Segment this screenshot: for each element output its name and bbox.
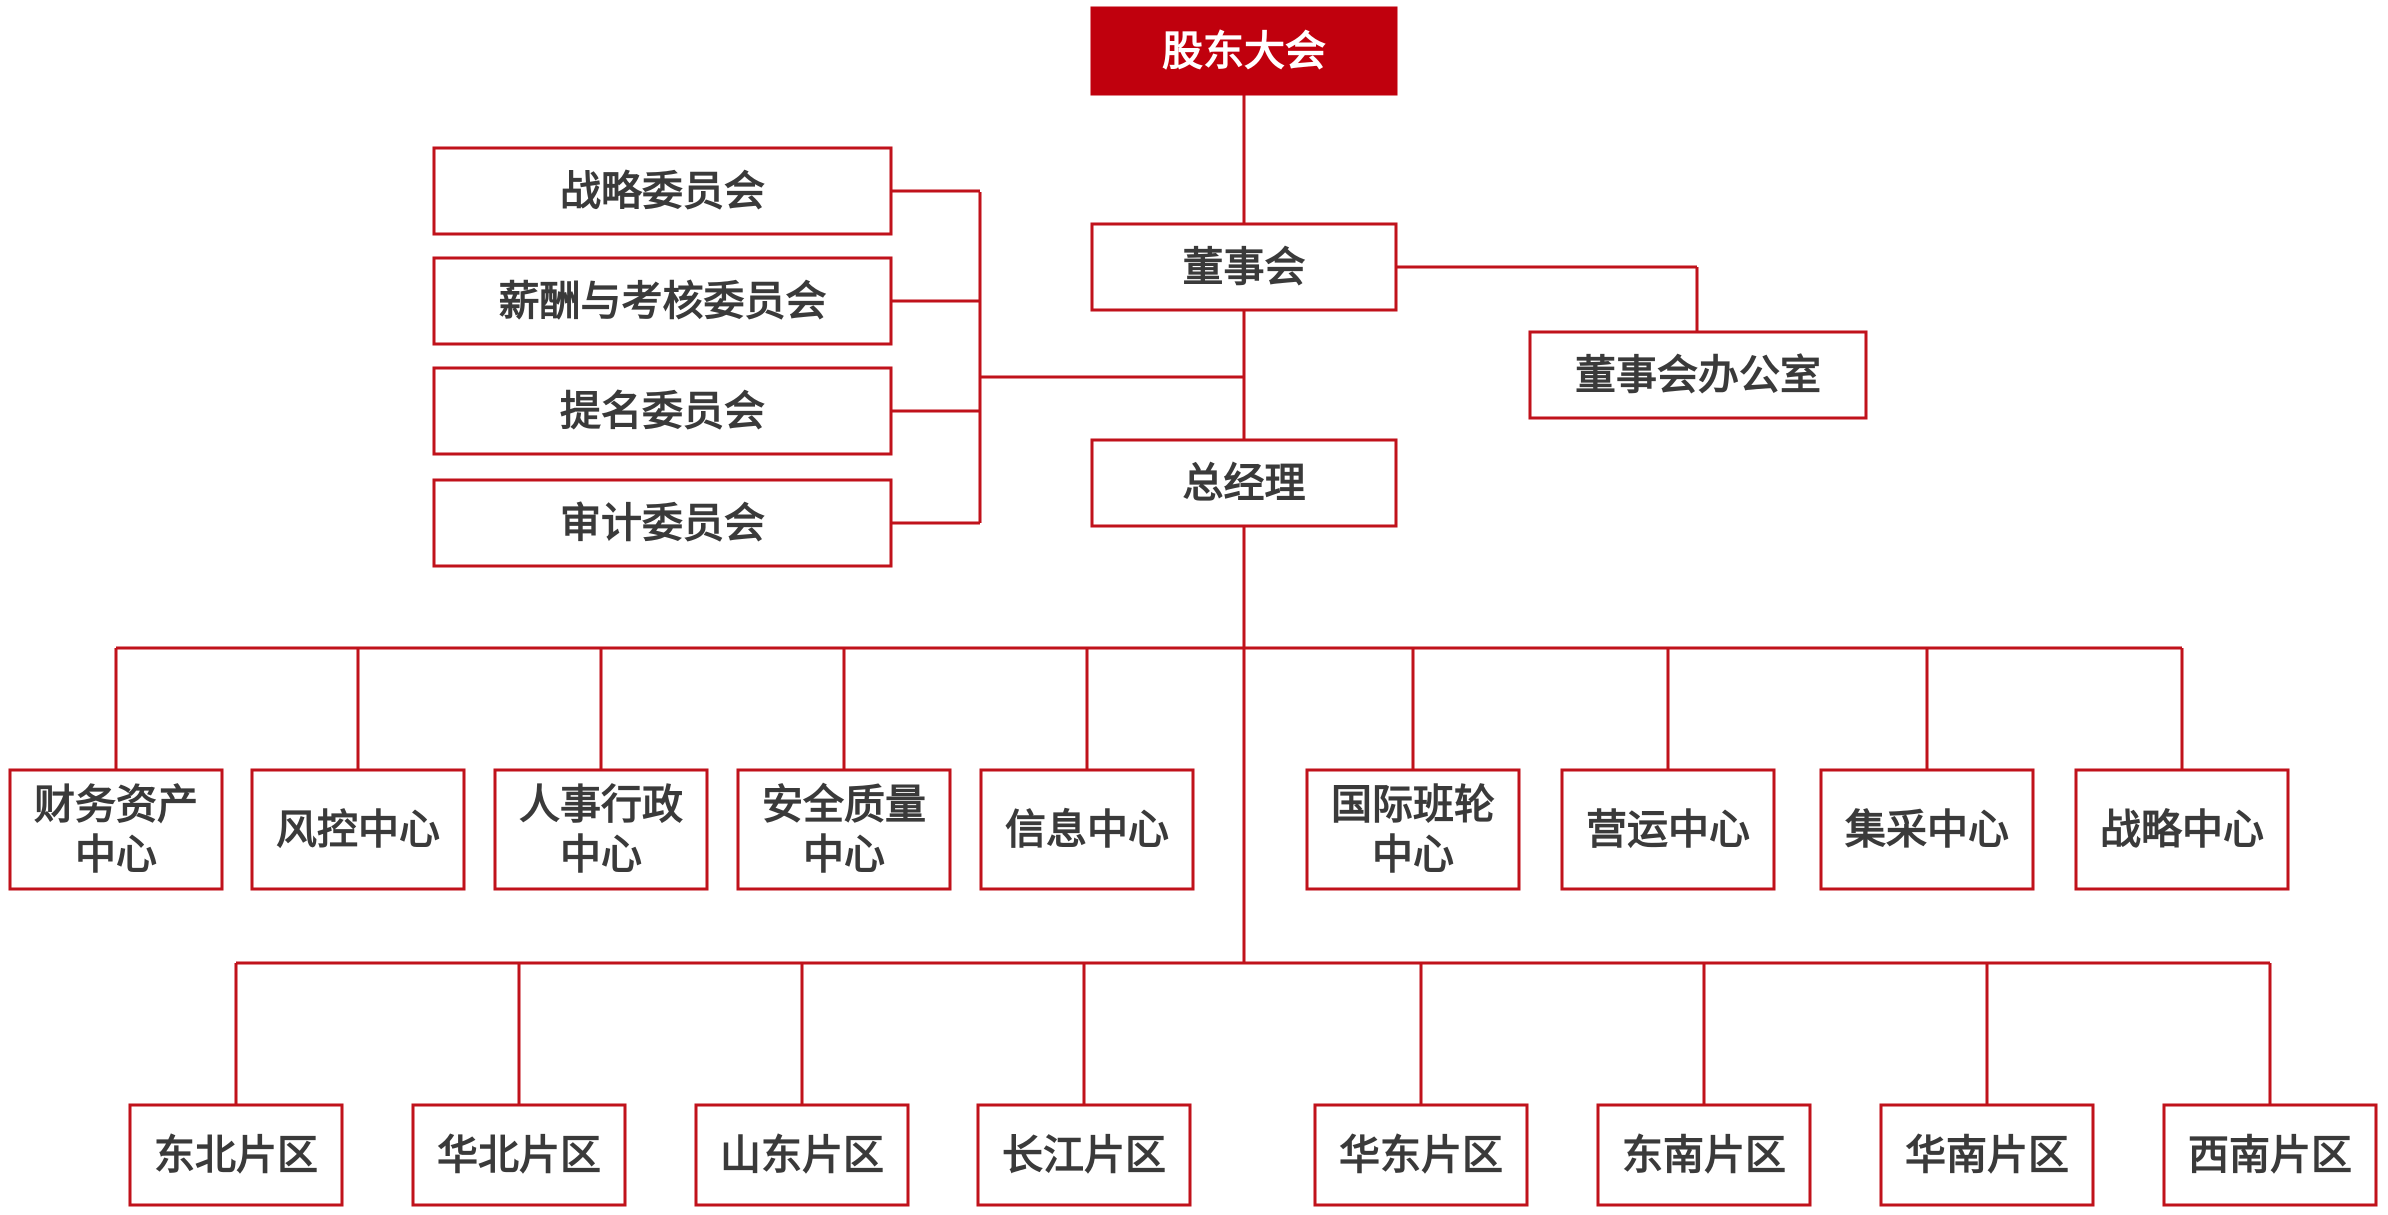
region-node-box [128,1103,344,1207]
board-node: 董事会 [1090,222,1398,312]
center-node-label: 中心 [1372,831,1454,879]
region-node: 东北片区 [128,1103,344,1207]
center-node-label: 营运中心 [1586,806,1750,854]
region-node: 长江片区 [976,1103,1192,1207]
shareholders-node-label: 股东大会 [1162,27,1326,75]
center-node-box [979,768,1195,891]
shareholders-node-box [1090,6,1398,96]
region-node-label: 西南片区 [2188,1131,2352,1179]
center-node-label: 信息中心 [1005,806,1169,854]
center-node-label: 国际班轮 [1331,781,1495,829]
committee-node: 审计委员会 [432,478,893,568]
board-node-box [1090,222,1398,312]
center-node-label: 中心 [75,831,157,879]
board-office-node: 董事会办公室 [1528,330,1868,420]
region-node-box [2162,1103,2378,1207]
center-node: 营运中心 [1560,768,1776,891]
gm-node-box [1090,438,1398,528]
center-node-label: 中心 [560,831,642,879]
center-node-label: 安全质量 [762,781,926,829]
region-node: 华东片区 [1313,1103,1529,1207]
committee-node-label: 审计委员会 [560,499,765,547]
center-node-box [8,768,224,891]
center-node: 战略中心 [2074,768,2290,891]
board-office-node-box [1528,330,1868,420]
center-node-label: 战略中心 [2100,806,2264,854]
center-node-box [1560,768,1776,891]
center-node-box [2074,768,2290,891]
connectors [114,94,2272,1105]
committee-node-label: 提名委员会 [560,387,765,435]
committee-node-box [432,478,893,568]
center-node-box [493,768,709,891]
center-node-box [250,768,466,891]
region-node-box [1596,1103,1812,1207]
committee-node: 提名委员会 [432,366,893,456]
committee-node-box [432,146,893,236]
committee-node-box [432,366,893,456]
center-node-label: 财务资产 [34,781,198,829]
region-node-label: 山东片区 [720,1131,884,1179]
center-node-box [736,768,952,891]
region-node: 山东片区 [694,1103,910,1207]
committee-node-label: 薪酬与考核委员会 [499,277,827,325]
region-node: 华南片区 [1879,1103,2095,1207]
gm-node-label: 总经理 [1183,459,1306,507]
center-node-box [1819,768,2035,891]
region-node-label: 华南片区 [1905,1131,2069,1179]
region-node-label: 东北片区 [154,1131,318,1179]
region-node-box [411,1103,627,1207]
board-node-label: 董事会 [1183,243,1306,291]
center-node: 集采中心 [1819,768,2035,891]
committee-node-label: 战略委员会 [560,167,765,215]
center-node-box [1305,768,1521,891]
center-node: 风控中心 [250,768,466,891]
committee-node-box [432,256,893,346]
region-node-box [694,1103,910,1207]
center-node-label: 集采中心 [1844,806,2009,854]
region-node-label: 华北片区 [437,1131,601,1179]
region-node: 西南片区 [2162,1103,2378,1207]
region-node-label: 长江片区 [1002,1131,1166,1179]
center-node-label: 风控中心 [276,806,440,854]
gm-node: 总经理 [1090,438,1398,528]
committee-node: 薪酬与考核委员会 [432,256,893,346]
region-node-label: 华东片区 [1339,1131,1503,1179]
committee-node: 战略委员会 [432,146,893,236]
center-node-label: 人事行政 [519,781,683,829]
region-node-box [1879,1103,2095,1207]
region-node-label: 东南片区 [1622,1131,1786,1179]
region-node-box [1313,1103,1529,1207]
region-node-box [976,1103,1192,1207]
region-node: 华北片区 [411,1103,627,1207]
center-node: 信息中心 [979,768,1195,891]
board-office-node-label: 董事会办公室 [1575,351,1821,399]
center-node-label: 中心 [803,831,885,879]
shareholders-node: 股东大会 [1090,6,1398,96]
region-node: 东南片区 [1596,1103,1812,1207]
